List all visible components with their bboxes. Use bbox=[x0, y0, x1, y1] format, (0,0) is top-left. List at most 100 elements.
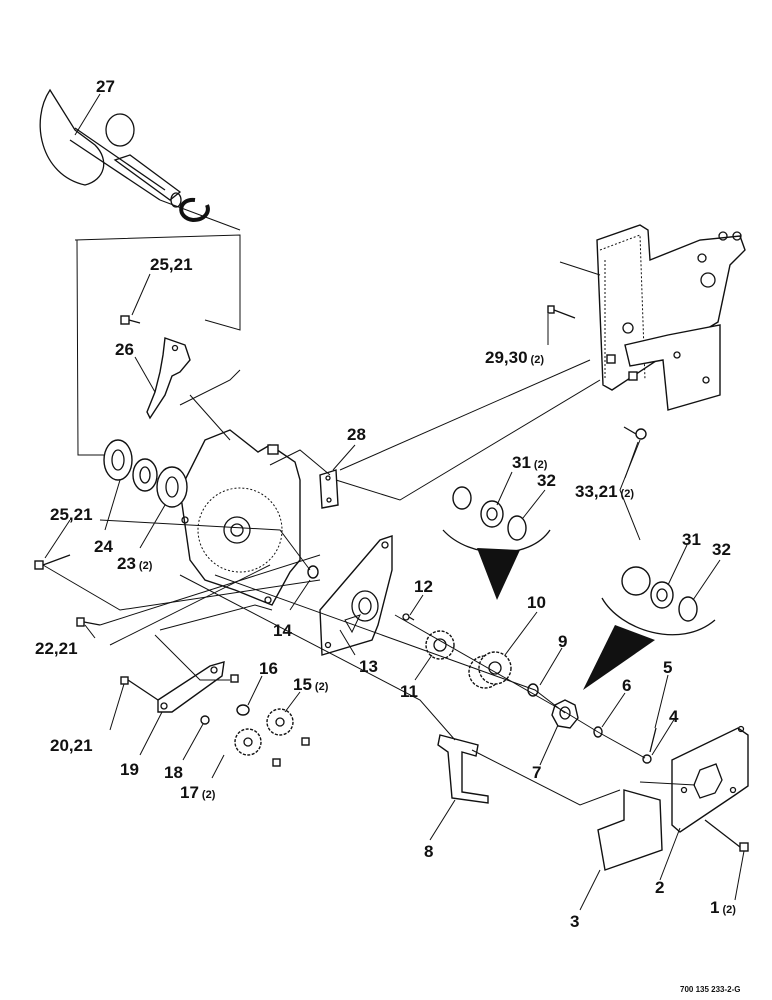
callout-number: 15 bbox=[293, 675, 312, 694]
callout-6: 6 bbox=[622, 676, 631, 695]
callout-25-21-left: 25,21 bbox=[50, 505, 93, 524]
callout-4: 4 bbox=[669, 707, 679, 726]
callout-24: 24 bbox=[94, 537, 113, 556]
callout-number: 33,21 bbox=[575, 482, 618, 501]
callout-1: 1(2) bbox=[710, 898, 736, 917]
callout-11: 11 bbox=[400, 682, 418, 701]
callout-quantity: (2) bbox=[621, 488, 635, 500]
callout-quantity: (2) bbox=[531, 354, 545, 366]
callout-number: 7 bbox=[532, 763, 541, 782]
callout-number: 22,21 bbox=[35, 639, 78, 658]
callout-number: 6 bbox=[622, 676, 631, 695]
callout-3: 3 bbox=[570, 912, 579, 931]
callout-27: 27 bbox=[96, 77, 115, 96]
callout-quantity: (2) bbox=[722, 904, 736, 916]
callout-26: 26 bbox=[115, 340, 134, 359]
callout-33-21: 33,21(2) bbox=[575, 482, 634, 501]
frame-upper-right bbox=[559, 224, 746, 411]
bearing-set-lower-31-32 bbox=[583, 566, 716, 690]
callout-quantity: (2) bbox=[534, 459, 548, 471]
callout-23: 23(2) bbox=[117, 554, 153, 573]
callout-14: 14 bbox=[273, 621, 292, 640]
callout-2: 2 bbox=[655, 878, 664, 897]
callout-number: 24 bbox=[94, 537, 113, 556]
callout-number: 2 bbox=[655, 878, 664, 897]
callout-number: 11 bbox=[400, 682, 418, 701]
callout-18: 18 bbox=[164, 763, 183, 782]
callout-32-lower: 32 bbox=[712, 540, 731, 559]
bushing-part-16 bbox=[236, 704, 250, 716]
callout-number: 23 bbox=[117, 554, 136, 573]
bolt-part-33 bbox=[623, 426, 647, 440]
callout-quantity: (2) bbox=[139, 560, 153, 572]
sprocket-arm-part-19 bbox=[157, 661, 225, 713]
callout-number: 3 bbox=[570, 912, 579, 931]
nut-part-7 bbox=[551, 699, 579, 729]
callout-13: 13 bbox=[359, 657, 378, 676]
washer-part-14 bbox=[307, 565, 319, 579]
bolt-part-22 bbox=[76, 617, 101, 627]
bracket-part-26 bbox=[146, 337, 191, 420]
callout-number: 9 bbox=[558, 632, 567, 651]
callout-9: 9 bbox=[558, 632, 567, 651]
callout-number: 14 bbox=[273, 621, 292, 640]
callout-28: 28 bbox=[347, 425, 366, 444]
handle-part-8 bbox=[437, 734, 489, 804]
callout-number: 17 bbox=[180, 783, 199, 802]
sprocket-part-11 bbox=[425, 630, 455, 660]
callout-20-21: 20,21 bbox=[50, 736, 93, 755]
callout-19: 19 bbox=[120, 760, 139, 779]
shield-part-3 bbox=[597, 789, 663, 871]
callout-22-21: 22,21 bbox=[35, 639, 78, 658]
callout-10: 10 bbox=[527, 593, 546, 612]
bolt-part-29 bbox=[547, 305, 576, 319]
sprocket-part-15 bbox=[266, 708, 294, 736]
sprocket-part-17 bbox=[234, 728, 262, 756]
pin-part-12 bbox=[402, 613, 415, 621]
assembly-lines bbox=[42, 199, 696, 806]
sprocket-part-10 bbox=[468, 651, 512, 689]
center-housing bbox=[179, 429, 301, 606]
callout-number: 27 bbox=[96, 77, 115, 96]
callout-number: 29,30 bbox=[485, 348, 528, 367]
leader-lines bbox=[44, 93, 745, 911]
callout-number: 19 bbox=[120, 760, 139, 779]
callout-quantity: (2) bbox=[315, 681, 329, 693]
bolt-part-1 bbox=[704, 819, 749, 852]
callout-number: 31 bbox=[682, 530, 701, 549]
callout-25-21-top: 25,21 bbox=[150, 255, 193, 274]
washer-part-9 bbox=[527, 683, 539, 697]
callout-number: 32 bbox=[712, 540, 731, 559]
callout-number: 12 bbox=[414, 577, 433, 596]
callout-32-upper: 32 bbox=[537, 471, 556, 490]
callout-7: 7 bbox=[532, 763, 541, 782]
callout-number: 13 bbox=[359, 657, 378, 676]
callout-number: 1 bbox=[710, 898, 719, 917]
callout-number: 26 bbox=[115, 340, 134, 359]
bolt-part-25-top bbox=[120, 315, 141, 325]
callout-number: 8 bbox=[424, 842, 433, 861]
callout-number: 28 bbox=[347, 425, 366, 444]
callout-number: 16 bbox=[259, 659, 278, 678]
drawing-code: 700 135 233-2-G bbox=[680, 985, 741, 994]
callout-number: 25,21 bbox=[50, 505, 93, 524]
callout-15: 15(2) bbox=[293, 675, 329, 694]
fastener-part-4 bbox=[642, 754, 652, 764]
callout-quantity: (2) bbox=[202, 789, 216, 801]
bearing-set-upper-31-32 bbox=[442, 486, 551, 600]
bolt-part-20 bbox=[120, 676, 159, 701]
callout-31-upper: 31(2) bbox=[512, 453, 548, 472]
callout-number: 5 bbox=[663, 658, 672, 677]
callout-29-30: 29,30(2) bbox=[485, 348, 544, 367]
callout-number: 10 bbox=[527, 593, 546, 612]
plate-part-28 bbox=[319, 469, 339, 509]
callout-number: 4 bbox=[669, 707, 679, 726]
callout-number: 20,21 bbox=[50, 736, 93, 755]
pin-part-5 bbox=[649, 727, 657, 753]
callout-31-lower: 31 bbox=[682, 530, 701, 549]
callout-8: 8 bbox=[424, 842, 433, 861]
flange-parts-24-23 bbox=[103, 439, 188, 508]
callout-number: 18 bbox=[164, 763, 183, 782]
